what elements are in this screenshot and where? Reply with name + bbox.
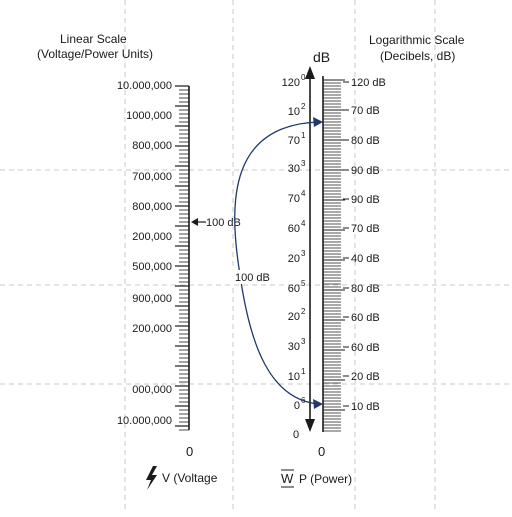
power-scale-label: 60 <box>288 283 300 295</box>
power-scale-label: 20 <box>288 311 300 323</box>
db-scale-label: 20 dB <box>351 371 380 383</box>
log-scale-ruler <box>322 76 345 432</box>
linear-scale-label: 1000,000 <box>126 110 172 122</box>
db-scale-labels: 120 dB 70 dB 80 dB 90 dB 90 dB 70 dB 40 dB 80 d… <box>343 77 386 413</box>
power-scale-label: 60 <box>288 223 300 235</box>
linear-scale-label: 200,000 <box>132 231 172 243</box>
axis-up-arrowhead-icon <box>305 66 315 79</box>
power-scale-exponent: 2 <box>301 102 306 111</box>
power-scale-exponent: 3 <box>301 337 306 346</box>
log-scale-zero: 0 <box>318 444 325 459</box>
axis-down-arrowhead-icon <box>305 419 315 432</box>
linear-scale-label: 000,000 <box>132 384 172 396</box>
voltage-label: V (Voltage <box>162 471 218 485</box>
linear-scale-label: 200,000 <box>132 323 172 335</box>
db-scale-label: 90 dB <box>351 194 380 206</box>
linear-scale-labels: 10.000,000 1000,000 800,000 700,000 800,000 2… <box>117 80 172 427</box>
db-scale-label: 90 dB <box>351 165 380 177</box>
linear-scale-zero: 0 <box>186 444 193 459</box>
power-scale-label: 30 <box>288 341 300 353</box>
power-scale-exponent: 2 <box>301 307 306 316</box>
power-scale-label: 10 <box>288 371 300 383</box>
power-scale-label: 0 <box>294 400 300 412</box>
db-scale-label: 60 dB <box>351 312 380 324</box>
arc-top-arrowhead-icon <box>313 117 323 127</box>
power-scale-exponent: 1 <box>301 131 306 140</box>
log-axis-arrow <box>305 66 315 432</box>
hundred-db-marker: 100 dB <box>191 217 241 229</box>
db-scale-label: 80 dB <box>351 135 380 147</box>
linear-scale-subtitle: (Voltage/Power Units) <box>37 47 153 61</box>
log-scale-subtitle: (Decibels, dB) <box>380 49 455 63</box>
db-axis-unit: dB <box>313 49 330 65</box>
hundred-db-arc: 100 dB <box>232 117 323 409</box>
power-footer: W P (Power) <box>281 469 352 488</box>
power-scale-label: 70 <box>288 135 300 147</box>
power-scale-label: 30 <box>288 163 300 175</box>
db-scale-label: 40 dB <box>351 253 380 265</box>
linear-scale-title: Linear Scale <box>60 32 127 46</box>
linear-scale-ruler <box>175 85 190 431</box>
linear-scale-label: 500,000 <box>132 261 172 273</box>
power-scale-label: 20 <box>288 253 300 265</box>
power-scale-exponent: 1 <box>301 367 306 376</box>
linear-scale-label: 800,000 <box>132 140 172 152</box>
power-scale-bottom-label: 0 <box>293 429 299 441</box>
voltage-footer: V (Voltage <box>146 466 218 490</box>
power-scale-exponent: 4 <box>301 189 306 198</box>
linear-scale-label: 800,000 <box>132 201 172 213</box>
power-scale-exponent: 3 <box>301 249 306 258</box>
db-scale-label: 80 dB <box>351 283 380 295</box>
power-scale-exponent: 4 <box>301 219 306 228</box>
power-label: P (Power) <box>299 472 352 486</box>
marker-label: 100 dB <box>206 217 241 229</box>
log-scale-title: Logarithmic Scale <box>369 33 465 47</box>
power-scale-label: 10 <box>288 106 300 118</box>
db-scale-label: 70 dB <box>351 105 380 117</box>
db-scale-label: 60 dB <box>351 342 380 354</box>
db-scale-label: 120 dB <box>351 77 386 89</box>
linear-scale-label: 10.000,000 <box>117 415 172 427</box>
power-scale-label: 70 <box>288 193 300 205</box>
db-scale-label: 10 dB <box>351 401 380 413</box>
power-w-symbol: W <box>281 471 294 486</box>
linear-scale-label: 700,000 <box>132 171 172 183</box>
power-scale-label: 120 <box>282 77 300 89</box>
power-scale-exponent: 0 <box>301 73 306 82</box>
db-scale-label: 70 dB <box>351 223 380 235</box>
power-scale-exponent: 3 <box>301 159 306 168</box>
arc-curve <box>234 121 320 405</box>
arc-bottom-arrowhead-icon <box>313 399 323 409</box>
linear-scale-label: 10.000,000 <box>117 80 172 92</box>
arc-label: 100 dB <box>235 272 270 284</box>
linear-scale-label: 900,000 <box>132 293 172 305</box>
lightning-bolt-icon <box>146 466 157 490</box>
marker-arrowhead-icon <box>191 218 198 226</box>
power-scale-exponent: 5 <box>301 279 306 288</box>
